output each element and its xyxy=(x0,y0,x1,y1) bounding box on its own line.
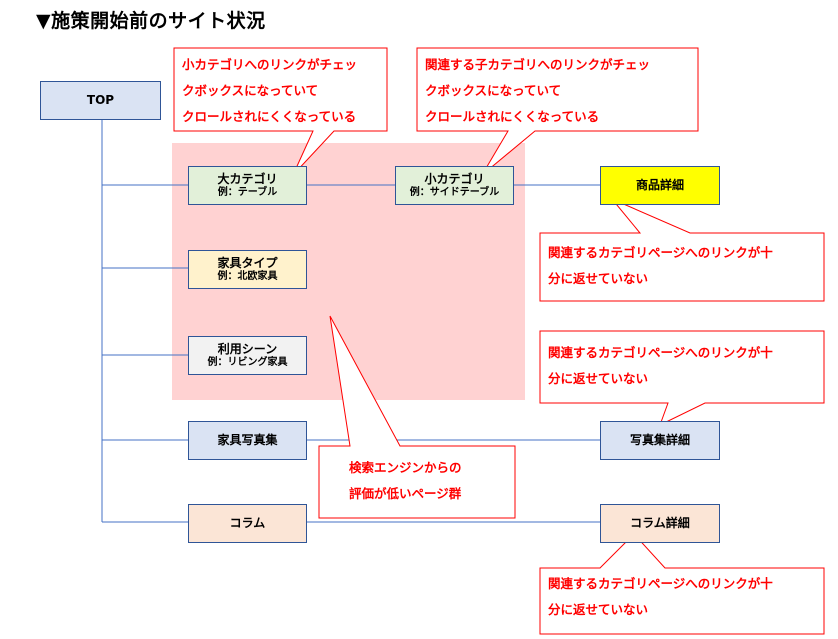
callout-product-detail-links xyxy=(539,198,825,302)
callout-child-category-links-text: 関連する子カテゴリへのリンクがチェッ クボックスになっていて クロールされにくく… xyxy=(425,52,650,130)
callout-product-detail-links-text: 関連するカテゴリページへのリンクが十 分に返せていない xyxy=(548,240,773,292)
callout-line: 分に返せていない xyxy=(548,271,649,286)
callout-line: 小カテゴリへのリンクがチェッ xyxy=(182,57,358,72)
node-photo-collection-label: 家具写真集 xyxy=(217,433,278,447)
node-column-detail: コラム詳細 xyxy=(600,504,720,543)
node-top-label: TOP xyxy=(86,93,115,107)
node-small-category-example: 例：サイドテーブル xyxy=(409,186,500,198)
node-furniture-type: 家具タイプ 例：北欧家具 xyxy=(188,250,307,289)
callout-line: 関連するカテゴリページへのリンクが十 xyxy=(548,245,773,260)
node-column-label: コラム xyxy=(229,516,266,530)
callout-line: 評価が低いページ群 xyxy=(349,486,462,501)
node-furniture-type-example: 例：北欧家具 xyxy=(217,270,278,282)
node-large-category-label: 大カテゴリ xyxy=(217,171,278,186)
node-usage-scene-label: 利用シーン xyxy=(217,341,278,356)
node-large-category-example: 例：テーブル xyxy=(217,186,278,198)
node-column: コラム xyxy=(188,504,307,543)
node-column-detail-label: コラム詳細 xyxy=(630,516,690,530)
callout-line: 分に返せていない xyxy=(548,371,649,386)
callout-low-evaluation-text: 検索エンジンからの 評価が低いページ群 xyxy=(349,455,462,507)
node-large-category: 大カテゴリ 例：テーブル xyxy=(188,166,307,205)
node-photo-collection-detail-label: 写真集詳細 xyxy=(629,433,690,447)
node-usage-scene: 利用シーン 例：リビング家具 xyxy=(188,336,307,375)
callout-line: クロールされにくくなっている xyxy=(425,109,600,124)
node-product-detail-label: 商品詳細 xyxy=(635,178,684,192)
callout-line: 関連するカテゴリページへのリンクが十 xyxy=(548,345,773,360)
node-photo-collection: 家具写真集 xyxy=(188,421,307,460)
node-top: TOP xyxy=(40,81,161,120)
callout-line: 検索エンジンからの xyxy=(349,460,462,475)
node-product-detail: 商品詳細 xyxy=(600,166,720,205)
callout-line: クボックスになっていて xyxy=(182,83,319,98)
callout-small-category-links xyxy=(173,47,388,176)
callout-child-category-links xyxy=(416,47,699,176)
callout-photo-detail-links-text: 関連するカテゴリページへのリンクが十 分に返せていない xyxy=(548,340,773,392)
callout-line: 分に返せていない xyxy=(548,602,649,617)
callout-column-detail-links xyxy=(539,533,825,635)
node-small-category: 小カテゴリ 例：サイドテーブル xyxy=(395,166,514,205)
callout-line: 関連するカテゴリページへのリンクが十 xyxy=(548,576,773,591)
node-usage-scene-example: 例：リビング家具 xyxy=(207,356,288,368)
node-furniture-type-label: 家具タイプ xyxy=(217,255,278,270)
callout-line: 関連する子カテゴリへのリンクがチェッ xyxy=(425,57,651,72)
node-small-category-label: 小カテゴリ xyxy=(424,171,485,186)
callout-line: クロールされにくくなっている xyxy=(182,109,357,124)
callout-small-category-links-text: 小カテゴリへのリンクがチェッ クボックスになっていて クロールされにくくなってい… xyxy=(182,52,357,130)
callout-column-detail-links-text: 関連するカテゴリページへのリンクが十 分に返せていない xyxy=(548,571,773,623)
node-photo-collection-detail: 写真集詳細 xyxy=(600,421,720,460)
page-title: ▼施策開始前のサイト状況 xyxy=(36,10,266,32)
callout-low-evaluation xyxy=(318,315,516,519)
callout-photo-detail-links xyxy=(539,330,825,426)
callout-line: クボックスになっていて xyxy=(425,83,562,98)
